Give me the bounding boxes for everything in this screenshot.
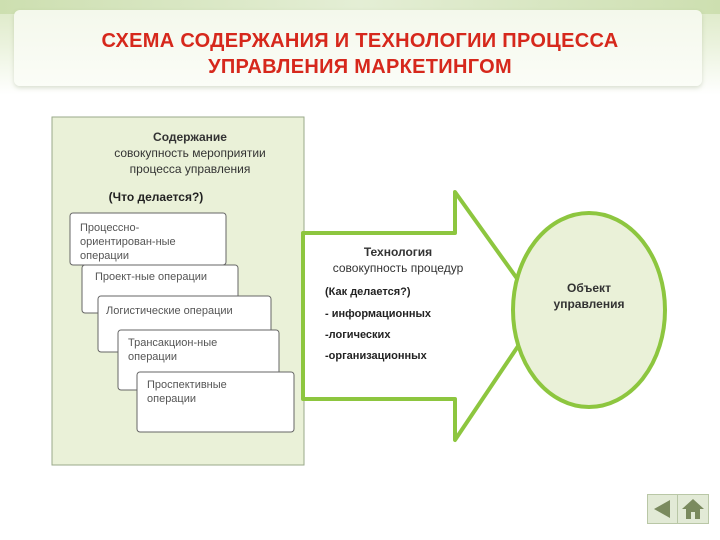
header-card [14,10,702,86]
operation-card-5-line-1: Проспективные [147,379,227,391]
technology-arrow [301,190,543,442]
operation-card-1-line-1: Процессно- [80,222,140,234]
operation-card-4-line-2: операции [128,351,177,363]
operation-card-3-line-1: Логистические операции [106,305,233,317]
technology-heading: Технология [364,245,432,259]
previous-slide-button[interactable] [647,494,679,524]
operation-card-1: Процессно- ориентирован-ные операции [69,212,227,266]
operation-card-5-line-2: операции [147,393,196,405]
operation-card-4-line-1: Трансакцион-ные [128,337,217,349]
slide-title-line-2: УПРАВЛЕНИЯ МАРКЕТИНГОМ [208,56,512,78]
content-heading: Содержание [153,130,227,144]
operation-card-2-line-1: Проект-ные операции [95,271,207,283]
home-button[interactable] [677,494,709,524]
technology-question: (Как делается?) [325,286,411,298]
technology-item-organizational: -организационных [325,350,428,362]
operation-card-5: Проспективные операции [136,371,295,433]
technology-subheading: совокупность процедур [333,261,464,275]
operation-card-1-line-2: ориентирован-ные [80,236,176,248]
slide-title: СХЕМА СОДЕРЖАНИЯ И ТЕХНОЛОГИИ ПРОЦЕССА У… [0,28,720,80]
arrow-left-icon [654,500,670,518]
object-label-line-2: управления [554,297,625,311]
operation-card-1-line-3: операции [80,250,129,262]
object-label-line-1: Объект [567,281,611,295]
slide-title-line-1: СХЕМА СОДЕРЖАНИЯ И ТЕХНОЛОГИИ ПРОЦЕССА [101,30,619,52]
technology-item-informational: - информационных [325,308,432,320]
object-circle [511,211,667,409]
home-icon [682,499,704,519]
technology-item-logical: -логических [325,329,391,341]
content-question: (Что делается?) [109,190,204,204]
content-subheading-2: процесса управления [130,162,251,176]
content-subheading: совокупность мероприятии [114,146,266,160]
